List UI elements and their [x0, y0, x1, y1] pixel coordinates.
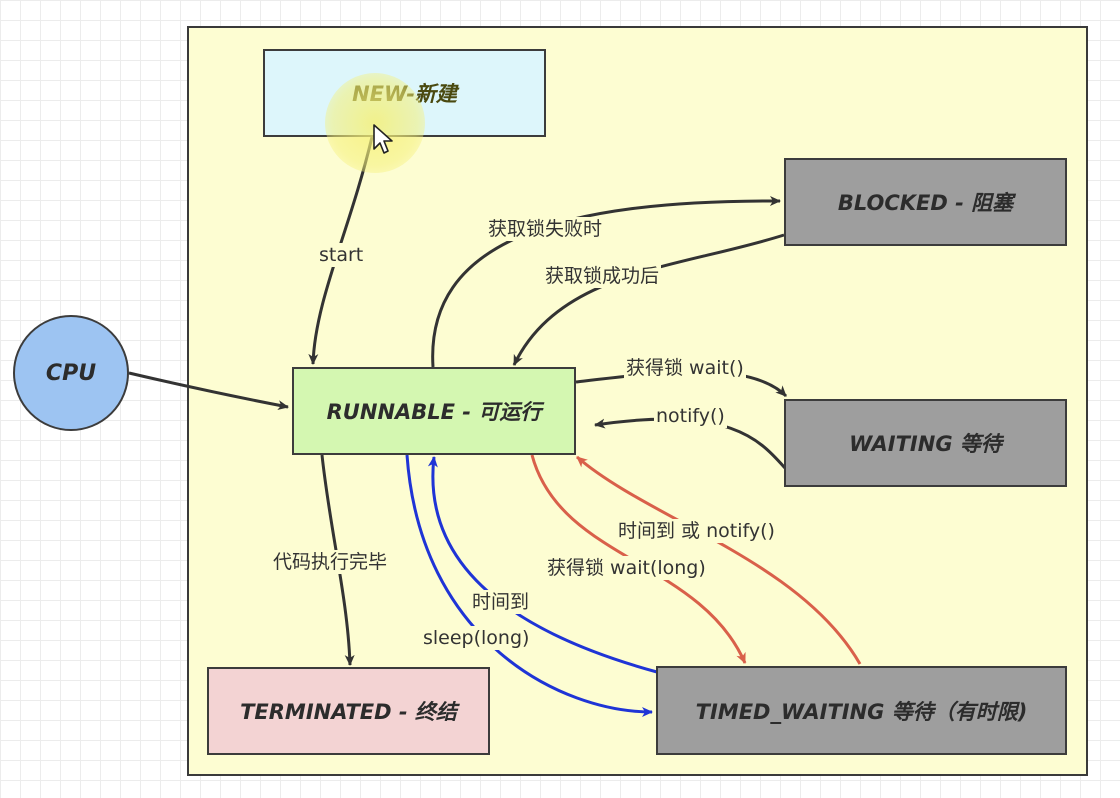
state-timed-waiting-label: TIMED_WAITING 等待（有时限): [695, 699, 1028, 724]
state-runnable: RUNNABLE - 可运行: [292, 367, 576, 455]
label-lock-fail: 获取锁失败时: [486, 217, 605, 241]
label-lock-success: 获取锁成功后: [543, 264, 662, 288]
arrow-timeout-notify: [576, 455, 862, 665]
arrow-cpu-runnable: [128, 371, 289, 411]
state-blocked-label: BLOCKED - 阻塞: [837, 191, 1014, 215]
cpu-label: CPU: [45, 360, 97, 386]
label-wait-long: 获得锁 wait(long): [545, 556, 708, 580]
state-timed-waiting: TIMED_WAITING 等待（有时限): [656, 666, 1067, 755]
state-terminated-label: TERMINATED - 终结: [240, 700, 457, 724]
state-waiting: WAITING 等待: [784, 399, 1067, 487]
state-new-label: NEW-新建: [352, 82, 457, 106]
arrow-sleep: [405, 454, 653, 717]
label-start: start: [317, 243, 366, 267]
state-terminated: TERMINATED - 终结: [207, 667, 490, 755]
mouse-pointer-icon: [373, 124, 393, 154]
state-blocked: BLOCKED - 阻塞: [784, 158, 1067, 246]
state-new: NEW-新建: [263, 49, 546, 137]
cpu-node: CPU: [13, 315, 129, 431]
label-sleep-long: sleep(long): [421, 626, 532, 650]
label-time-up: 时间到: [470, 590, 532, 614]
arrow-notify: [594, 417, 787, 469]
label-wait: 获得锁 wait(): [624, 356, 746, 380]
state-waiting-label: WAITING 等待: [849, 432, 1002, 456]
label-finished: 代码执行完毕: [271, 550, 390, 574]
label-notify: notify(): [654, 404, 727, 428]
arrow-lock-success: [512, 233, 785, 366]
label-timeout-or-notify: 时间到 或 notify(): [616, 519, 777, 543]
state-runnable-label: RUNNABLE - 可运行: [326, 400, 542, 424]
